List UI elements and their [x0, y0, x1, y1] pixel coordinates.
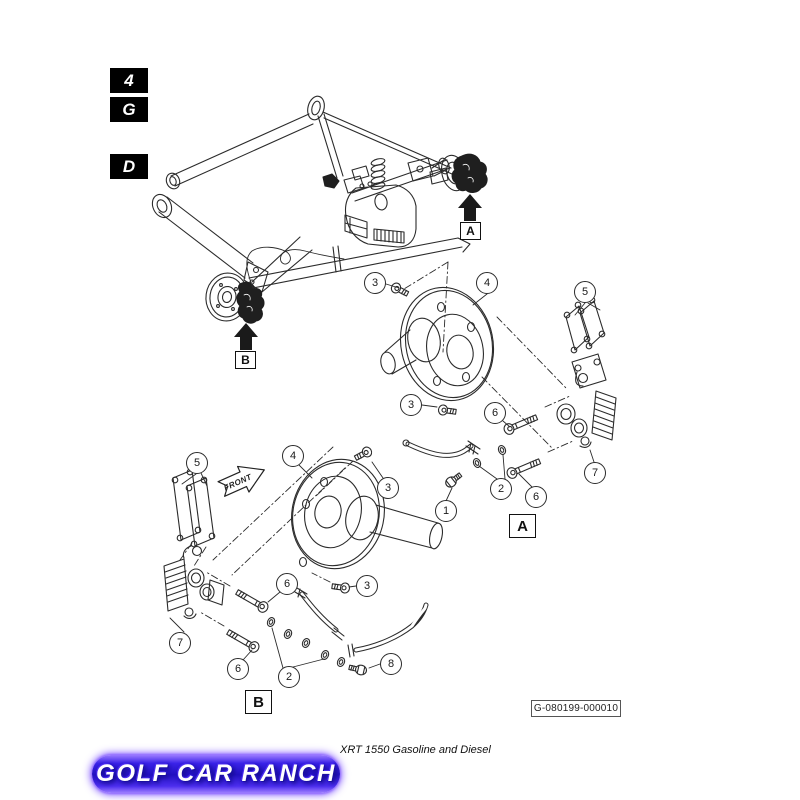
- callout-badge: 5: [574, 281, 596, 303]
- section-tab: D: [110, 154, 148, 179]
- callout-badge: 6: [484, 402, 506, 424]
- footer-caption: XRT 1550 Gasoline and Diesel: [340, 744, 491, 756]
- callout-badge: 2: [490, 478, 512, 500]
- callout-badge: 4: [282, 445, 304, 467]
- section-tab: 4: [110, 68, 148, 93]
- rear-axle-assembly: [151, 95, 488, 324]
- callout-badge: 7: [169, 632, 191, 654]
- callout-badge: 5: [186, 452, 208, 474]
- view-marker-a: A: [460, 222, 481, 240]
- detail-b-marker: B: [245, 690, 272, 714]
- callout-badge: 6: [227, 658, 249, 680]
- up-arrow-a-icon: [458, 194, 482, 221]
- callout-badge: 4: [476, 272, 498, 294]
- section-tab: G: [110, 97, 148, 122]
- up-arrow-b-icon: [234, 323, 258, 350]
- golf-car-ranch-logo: GOLF CAR RANCH: [92, 755, 340, 793]
- callout-badge: 1: [435, 500, 457, 522]
- detail-view-a: [380, 261, 617, 502]
- callout-badge: 6: [525, 486, 547, 508]
- drawing-number: G-080199-000010: [531, 700, 621, 717]
- callout-badge: 3: [364, 272, 386, 294]
- callout-badge: 7: [584, 462, 606, 484]
- detail-view-b: FRONT: [163, 446, 444, 676]
- detail-a-marker: A: [509, 514, 536, 538]
- callout-badge: 6: [276, 573, 298, 595]
- callout-badge: 3: [356, 575, 378, 597]
- callout-badge: 2: [278, 666, 300, 688]
- callout-badge: 3: [377, 477, 399, 499]
- logo-text: GOLF CAR RANCH: [96, 760, 336, 787]
- view-marker-b: B: [235, 351, 256, 369]
- callout-badge: 8: [380, 653, 402, 675]
- front-direction-arrow-icon: FRONT: [217, 465, 265, 497]
- callout-badge: 3: [400, 394, 422, 416]
